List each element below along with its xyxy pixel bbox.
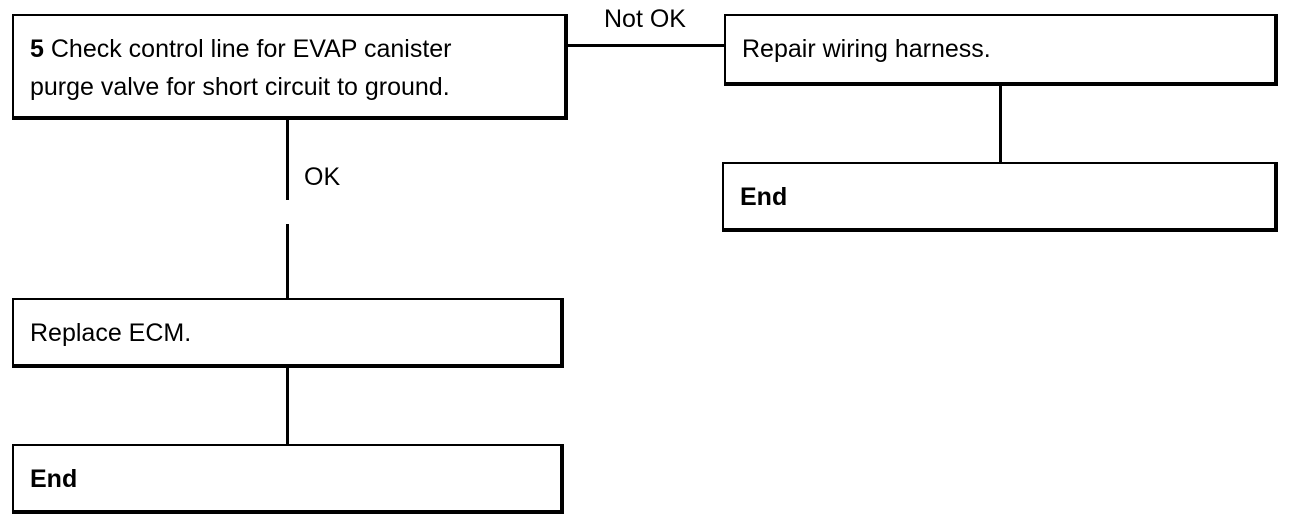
repair-text: Repair wiring harness. bbox=[742, 35, 991, 63]
end-text-left: End bbox=[30, 465, 78, 493]
connector-replace-to-end bbox=[286, 366, 289, 446]
step-5-text-line1: Check control line for EVAP canister bbox=[50, 35, 452, 63]
end-text-right: End bbox=[740, 183, 788, 211]
replace-box: Replace ECM. bbox=[12, 298, 564, 368]
ok-label: OK bbox=[304, 162, 341, 192]
repair-box: Repair wiring harness. bbox=[724, 14, 1278, 86]
step-number: 5 bbox=[30, 35, 44, 63]
not-ok-label: Not OK bbox=[604, 4, 686, 34]
replace-text: Replace ECM. bbox=[30, 319, 192, 347]
step-5-box: 5 Check control line for EVAP canister p… bbox=[12, 14, 568, 120]
step-5-text-line2: purge valve for short circuit to ground. bbox=[30, 73, 450, 101]
end-box-left: End bbox=[12, 444, 564, 514]
connector-repair-to-end bbox=[999, 84, 1002, 164]
step-5-line1: 5 Check control line for EVAP canister bbox=[30, 30, 452, 68]
connector-ok-lower bbox=[286, 224, 289, 302]
connector-not-ok bbox=[566, 44, 726, 47]
connector-ok-upper bbox=[286, 118, 289, 200]
end-box-right: End bbox=[722, 162, 1278, 232]
